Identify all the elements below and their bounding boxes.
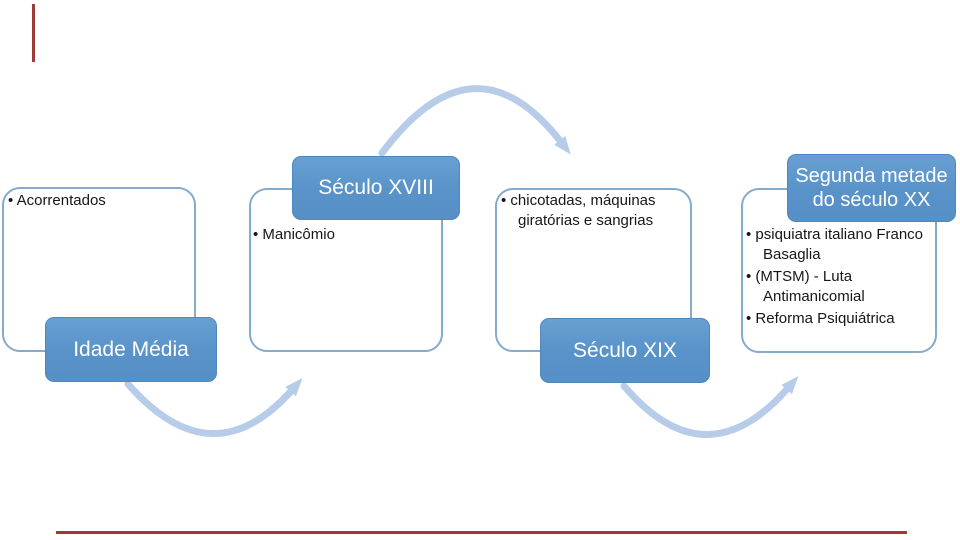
slide-accent-vertical-line [32, 4, 35, 62]
arrow-arc-top [378, 85, 571, 157]
stage-bullet: • chicotadas, máquinas giratórias e sang… [501, 192, 656, 229]
slide-accent-horizontal-line [56, 531, 907, 534]
stage-label: Idade Média [45, 317, 217, 382]
arrow-arc-bottom-right [620, 375, 799, 438]
stage-bullet: • (MTSM) - Luta Antimanicomial [746, 268, 865, 305]
stage-bullets: • chicotadas, máquinas giratórias e sang… [501, 191, 689, 233]
stage-label: Século XVIII [292, 156, 460, 220]
arrow-arc-bottom-left [124, 378, 303, 437]
stage-bullets: • Manicômio [253, 225, 439, 247]
stage-bullet: • Manicômio [253, 226, 335, 243]
stage-bullet: • psiquiatra italiano Franco Basaglia [746, 226, 924, 263]
stage-label: Século XIX [540, 318, 710, 383]
stage-label: Segunda metade do século XX [787, 154, 956, 222]
stage-bullets: • psiquiatra italiano Franco Basaglia • (… [746, 225, 938, 331]
stage-bullet: • Reforma Psiquiátrica [746, 310, 895, 327]
stage-bullets: • Acorrentados [8, 191, 192, 213]
stage-bullet: • Acorrentados [8, 192, 106, 209]
